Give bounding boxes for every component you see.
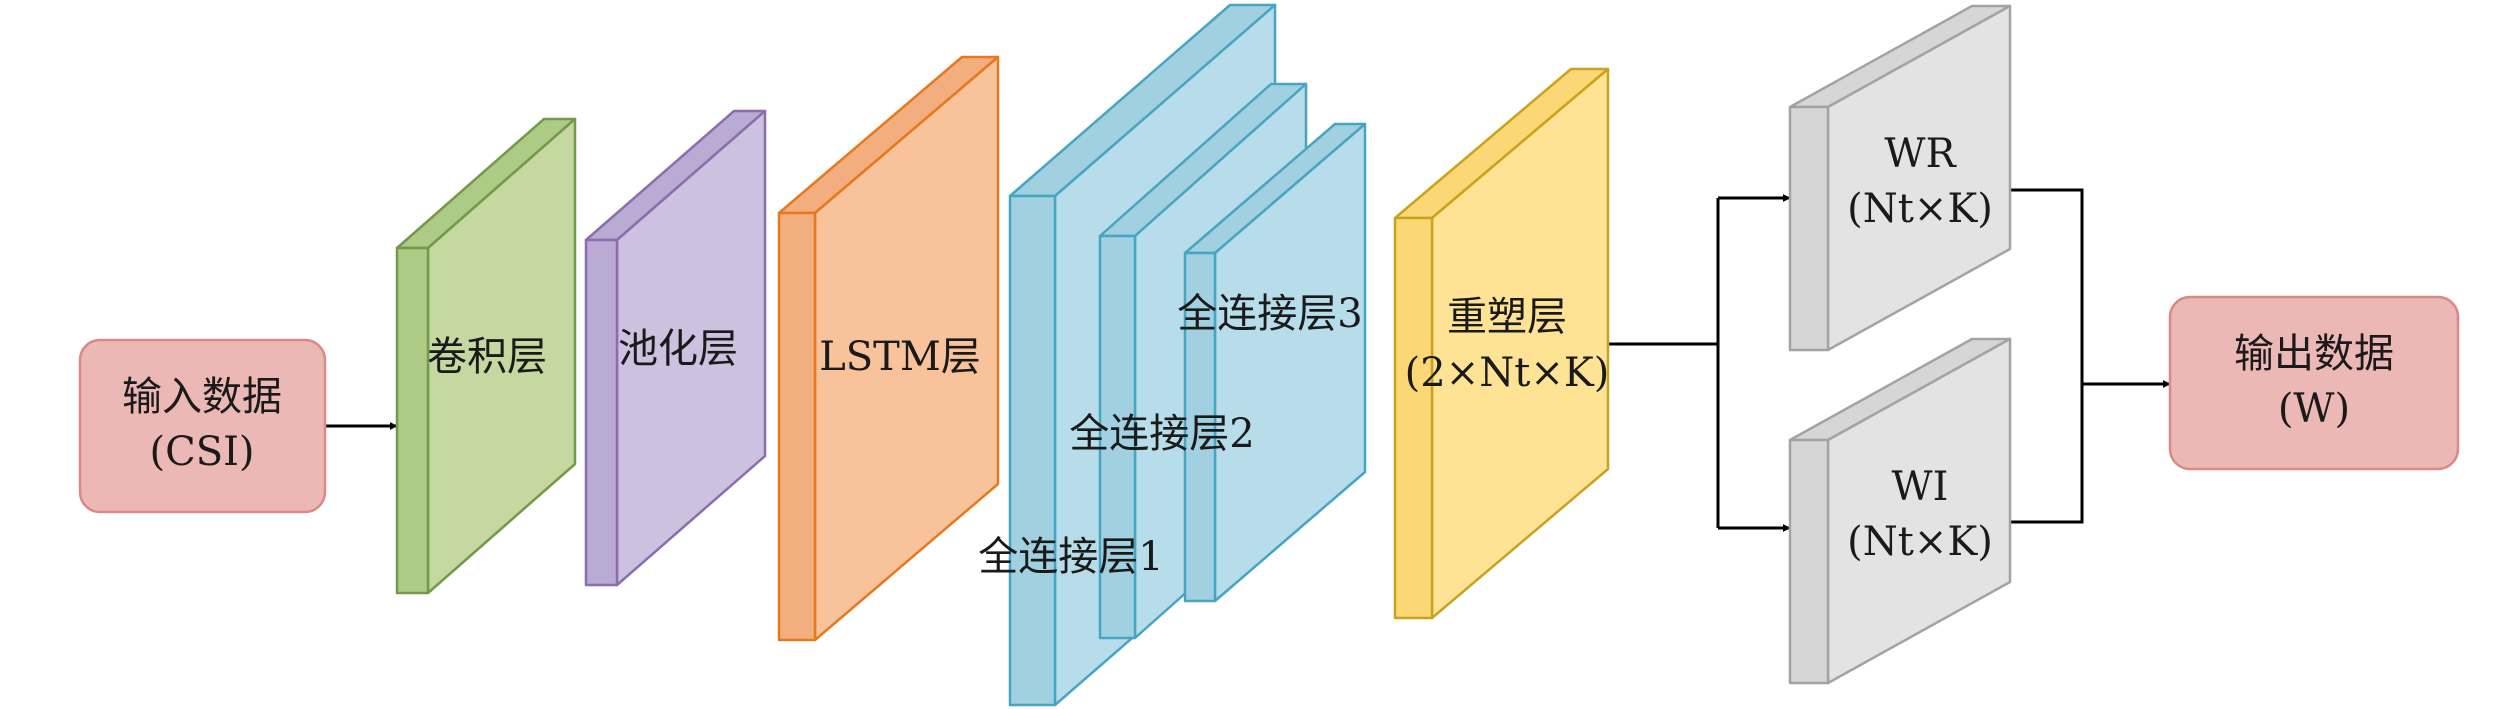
input-data-label: 输入数据: [122, 374, 282, 420]
wr-layer-block: [1788, 4, 2012, 352]
output-data-label: 输出数据: [2234, 331, 2394, 377]
layer-blocks: [395, 3, 2012, 707]
pool-layer-label: 池化层: [618, 326, 738, 372]
lstm-layer-label: LSTM层: [819, 334, 981, 380]
fc2-side-face: [1098, 234, 1137, 640]
output-data-sublabel: (W): [2278, 386, 2350, 432]
wr-layer-label: WR: [1884, 131, 1957, 177]
pool-layer-block: [584, 109, 767, 587]
input-data-sublabel: (CSI): [149, 429, 254, 475]
pool-side-face: [584, 238, 619, 587]
fc1-side-face: [1008, 194, 1057, 707]
fc3-side-face: [1183, 251, 1217, 603]
conv-side-face: [395, 246, 430, 595]
reshape-layer-sublabel: (2×Nt×K): [1405, 350, 1610, 396]
conv-layer-block: [395, 117, 577, 595]
conv-layer-label: 卷积层: [427, 334, 547, 380]
reshape-side-face: [1393, 216, 1434, 620]
layer-labels: 卷积层 池化层 LSTM层 全连接层1 全连接层2 全连接层3 重塑层 (2×N…: [427, 131, 1993, 580]
fc1-layer-label: 全连接层1: [978, 534, 1163, 580]
input-data-box: 输入数据 (CSI): [78, 338, 327, 514]
reshape-main-face: [1430, 67, 1610, 620]
wi-layer-block: [1788, 337, 2012, 685]
lstm-side-face: [777, 211, 817, 642]
lstm-layer-block: [777, 55, 1000, 642]
wi-layer-label: WI: [1892, 464, 1949, 510]
wi-layer-sublabel: (Nt×K): [1847, 519, 1993, 565]
fc3-layer-label: 全连接层3: [1177, 291, 1362, 337]
fc2-layer-label: 全连接层2: [1069, 411, 1254, 457]
wr-main-face: [1826, 4, 2012, 352]
wr-side-face: [1788, 105, 1830, 352]
wi-side-face: [1788, 438, 1830, 685]
output-data-box: 输出数据 (W): [2168, 295, 2460, 471]
reshape-layer-block: [1393, 67, 1610, 620]
wr-layer-sublabel: (Nt×K): [1847, 186, 1993, 232]
reshape-layer-label: 重塑层: [1447, 294, 1567, 340]
wi-main-face: [1826, 337, 2012, 685]
fc3-layer-block: [1183, 122, 1367, 603]
